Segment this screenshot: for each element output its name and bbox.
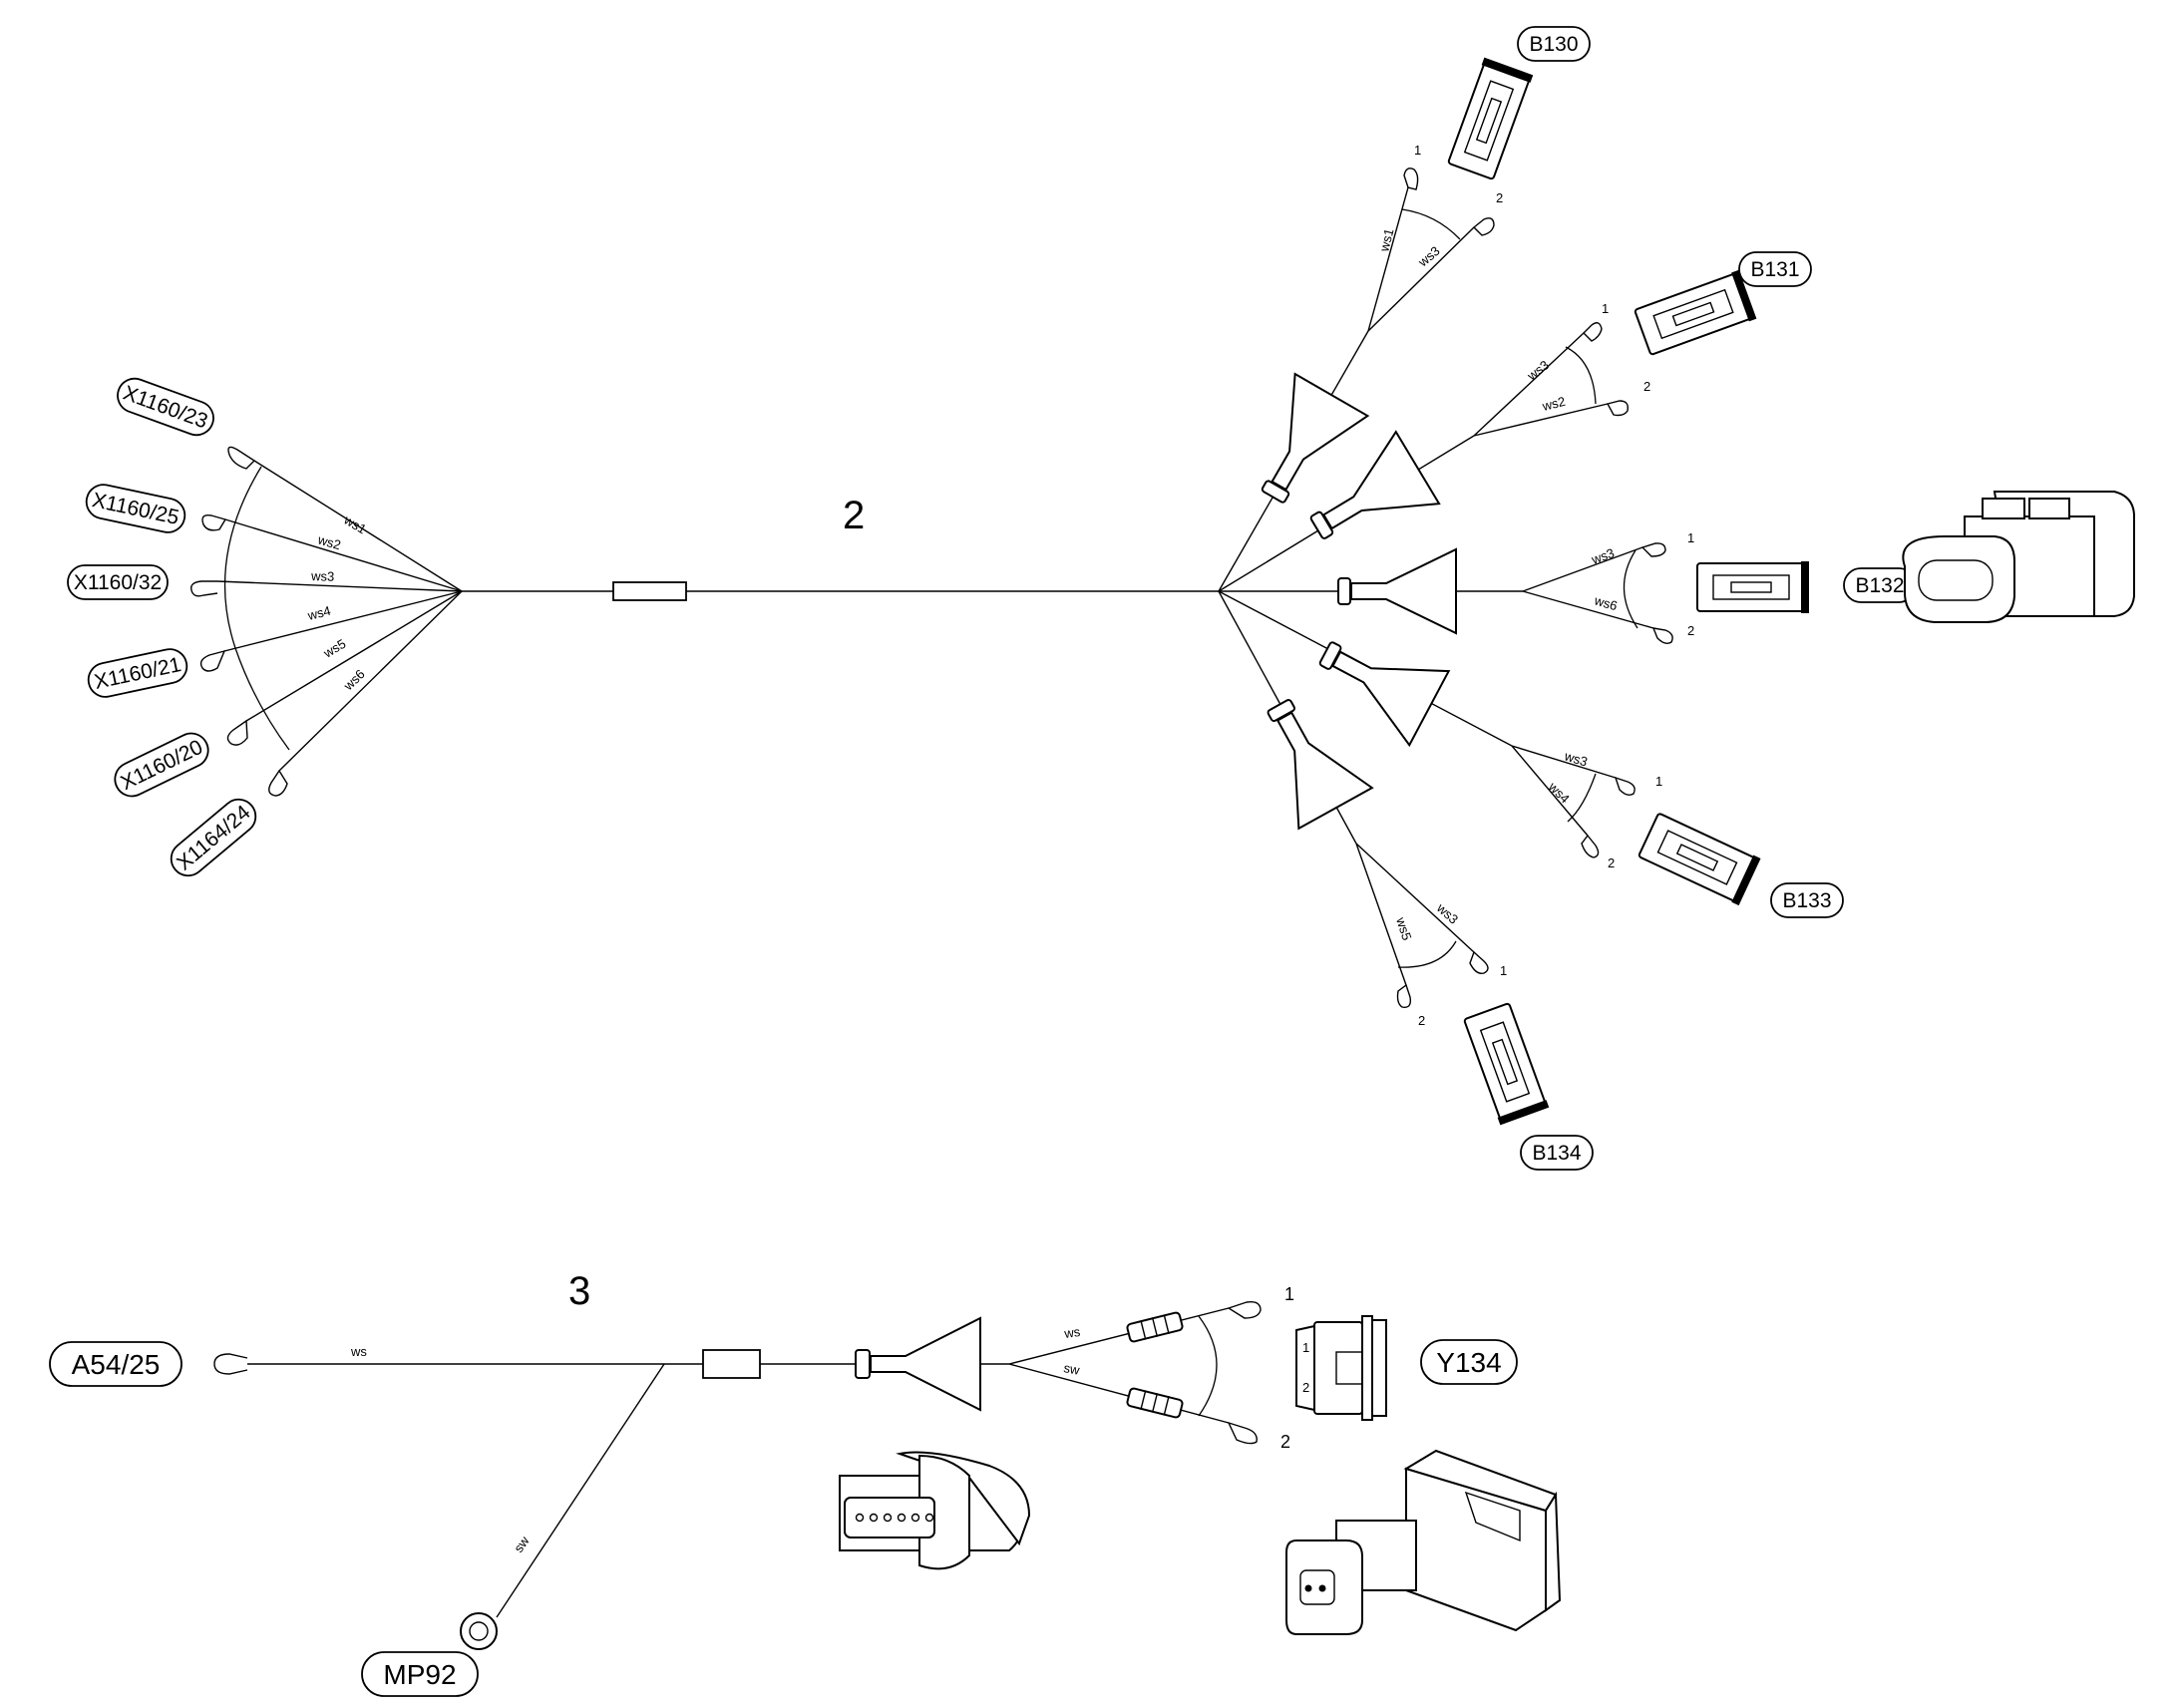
pin-2-harness-3: 2: [1280, 1432, 1290, 1452]
label-X1160-23: X1160/23: [117, 377, 214, 437]
label-A54-25: A54/25: [49, 1341, 182, 1387]
wire-B130-1: ws1: [1376, 227, 1396, 254]
connector-B130: [1447, 57, 1534, 180]
connector-B132: [1696, 561, 1809, 613]
wire-B133-1: ws3: [1562, 748, 1589, 769]
pin-2-B131: 2: [1643, 379, 1650, 394]
label-MP92: MP92: [361, 1651, 479, 1697]
harness-2-trunk: [462, 581, 1219, 601]
boot-to-B132: [1337, 547, 1457, 635]
svg-text:X1160/32: X1160/32: [74, 571, 162, 594]
wire-B132-1: ws3: [1589, 545, 1617, 567]
seal-ws: [1126, 1311, 1184, 1343]
boot-harness-3: [855, 1316, 981, 1412]
wire-label-ws1: ws1: [341, 512, 369, 536]
wire-label-ws3: ws3: [310, 568, 335, 584]
branch-B131: 1 2 ws3 ws2: [1473, 301, 1650, 437]
boot-to-B130: [1261, 372, 1370, 504]
wire-label-mp92-sw: sw: [511, 1534, 533, 1555]
wire-B132-2: ws6: [1592, 592, 1619, 613]
pin-2-B130: 2: [1496, 190, 1503, 205]
pin-1-B130: 1: [1414, 143, 1421, 158]
label-X1164-24: X1164/24: [170, 798, 257, 877]
svg-text:B133: B133: [1782, 889, 1831, 912]
pin-2-B134: 2: [1418, 1013, 1425, 1028]
wire-label-ws6: ws6: [340, 666, 368, 694]
wire-label-a54-ws: ws: [350, 1344, 367, 1359]
pin-2-B133: 2: [1608, 855, 1615, 870]
wire-label-y134-sw: sw: [1062, 1360, 1081, 1378]
ground-point-icon: [460, 1612, 498, 1650]
wire-label-ws2: ws2: [315, 531, 342, 552]
connector-B131: [1634, 269, 1757, 356]
wire-B130-2: ws3: [1415, 243, 1443, 270]
protective-sleeve-3: [702, 1349, 761, 1379]
left-terminals: [190, 446, 288, 797]
pin-1-B131: 1: [1602, 301, 1609, 316]
branch-B132: 1 2 ws3 ws6: [1522, 530, 1694, 645]
label-B130: B130: [1517, 26, 1591, 62]
pin-1-B133: 1: [1655, 774, 1662, 789]
harness-3-number: 3: [568, 1269, 590, 1313]
boot-to-B131: [1309, 430, 1441, 539]
svg-text:MP92: MP92: [383, 1659, 456, 1690]
sensor-connector-3d-icon: [1902, 491, 2135, 623]
connector-B133: [1637, 813, 1761, 906]
pin-1-B132: 1: [1687, 530, 1694, 545]
boot-to-B134: [1267, 699, 1374, 831]
label-B132: B132: [1843, 567, 1917, 603]
svg-text:X1164/24: X1164/24: [173, 801, 255, 875]
harness-2-number: 2: [843, 494, 865, 537]
pin-1-B134: 1: [1500, 963, 1507, 978]
wire-B134-1: ws3: [1433, 899, 1461, 926]
label-B131: B131: [1738, 251, 1812, 287]
seal-sw: [1126, 1387, 1184, 1419]
pin-2-B132: 2: [1687, 623, 1694, 638]
svg-text:B131: B131: [1750, 258, 1799, 281]
svg-text:A54/25: A54/25: [72, 1349, 161, 1380]
wire-B131-1: ws3: [1524, 357, 1552, 384]
pin-1-Y134: 1: [1302, 1340, 1309, 1355]
connector-B134: [1463, 1002, 1550, 1126]
wire-label-y134-ws: ws: [1062, 1324, 1081, 1341]
left-fan-wires: [216, 460, 463, 772]
branch-B134: 1 2 ws3 ws5: [1355, 843, 1507, 1028]
svg-text:Y134: Y134: [1436, 1347, 1501, 1378]
boot-to-B133: [1318, 641, 1451, 748]
label-X1160-20: X1160/20: [114, 732, 209, 798]
pin-1-harness-3: 1: [1284, 1284, 1294, 1304]
wire-label-ws4: ws4: [305, 603, 332, 623]
six-pin-connector-3d-icon: [839, 1451, 1031, 1570]
label-B133: B133: [1770, 882, 1844, 918]
harness-3-wires: [213, 1300, 1262, 1618]
svg-text:B134: B134: [1532, 1142, 1581, 1165]
label-X1160-32: X1160/32: [67, 564, 169, 600]
wire-B133-2: ws4: [1545, 779, 1573, 807]
label-B134: B134: [1520, 1135, 1594, 1171]
svg-text:B132: B132: [1855, 574, 1904, 597]
connector-Y134: 1 2: [1295, 1315, 1387, 1421]
label-X1160-21: X1160/21: [87, 648, 188, 698]
wire-B131-2: ws2: [1540, 394, 1567, 414]
wire-B134-2: ws5: [1393, 914, 1415, 942]
wire-label-ws5: ws5: [320, 636, 348, 661]
label-Y134: Y134: [1420, 1339, 1518, 1385]
protective-sleeve: [612, 581, 687, 601]
label-X1160-25: X1160/25: [85, 484, 186, 533]
svg-text:B130: B130: [1529, 33, 1578, 56]
pin-2-Y134: 2: [1302, 1380, 1309, 1395]
valve-connector-3d-icon: [1285, 1449, 1562, 1635]
